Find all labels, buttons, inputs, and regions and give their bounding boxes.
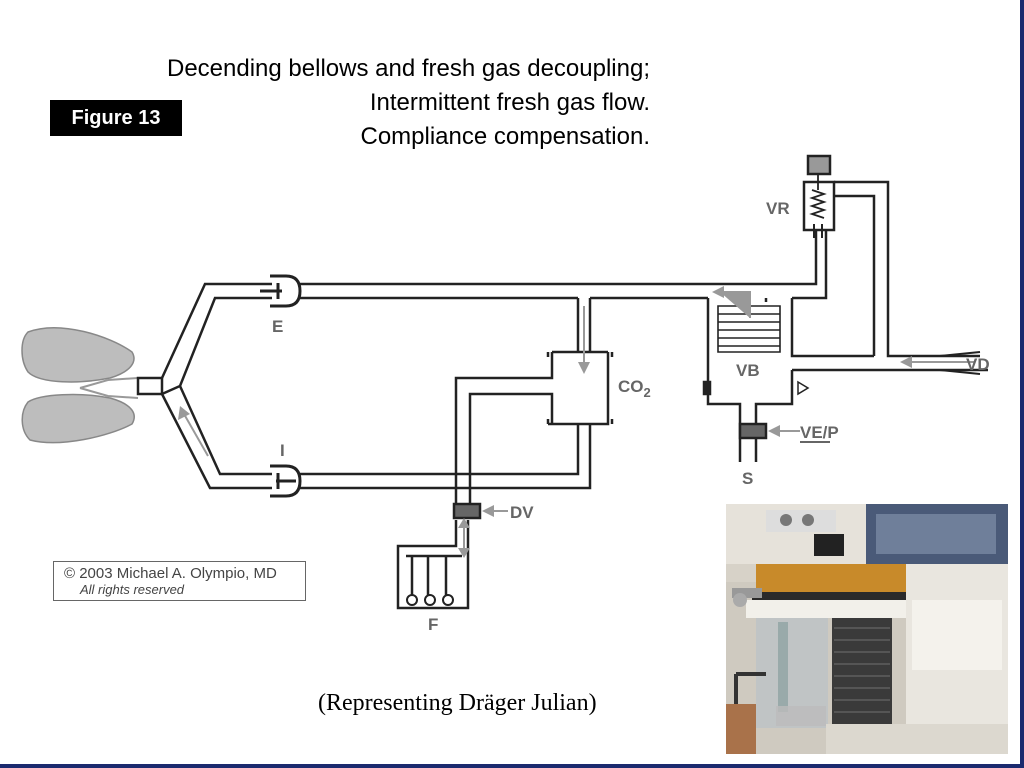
label-vr: VR [766,199,790,218]
vr-stem [813,224,823,238]
bellows-marker [702,380,712,396]
copyright-box: © 2003 Michael A. Olympio, MD All rights… [53,561,306,601]
machine-photo [726,504,1008,754]
flowmeter-knob-3 [442,594,454,606]
label-e: E [272,317,283,336]
label-s: S [742,469,753,488]
co2-absorber [454,350,614,506]
co2-outlet [300,424,592,490]
label-i: I [280,441,285,460]
co2-inlet [576,298,592,352]
label-vd: VD [966,355,990,374]
label-vb: VB [736,361,760,380]
label-dv: DV [510,503,534,522]
label-vep: VE/P [800,423,839,442]
vd-ports [939,351,981,375]
vr-knob [806,154,832,176]
copyright-line-2: All rights reserved [80,582,185,597]
caption: (Representing Dräger Julian) [318,690,597,716]
flowmeter-rails [406,554,462,600]
bellows-return-arrow [720,291,751,318]
title-line-1: Decending bellows and fresh gas decoupli… [167,55,650,82]
fresh-gas-line [396,520,470,610]
copyright-line-1: © 2003 Michael A. Olympio, MD [64,565,277,582]
flowmeter-knob-1 [406,594,418,606]
vr-body [802,180,836,232]
inspiratory-limb-outer [160,393,272,490]
slide-title: Decending bellows and fresh gas decoupli… [167,52,650,154]
top-pipe-outer [300,230,818,286]
label-co2: CO2 [618,377,651,400]
bellows-housing [706,298,988,462]
trachea [79,377,139,399]
inspiratory-limb-inner [178,385,272,476]
vr-outlet [834,180,980,358]
vr-spring [809,174,827,219]
flowmeter-knob-2 [424,594,436,606]
inspiratory-valve [270,464,302,498]
expiratory-limb-inner [161,296,272,396]
label-f: F [428,615,438,634]
lung-lower [21,393,135,444]
inspiratory-flow-arrow [183,413,209,457]
top-pipe-inner [300,230,828,300]
expiratory-valve [260,274,302,308]
figure-badge: Figure 13 [50,100,182,136]
dv-valve [452,502,482,520]
bellows-triangle [797,380,810,396]
lung-upper [21,327,135,383]
expiratory-limb-outer [160,282,272,379]
y-piece [136,376,164,396]
title-line-2: Intermittent fresh gas flow. [369,89,650,116]
title-line-3: Compliance compensation. [360,123,651,150]
vep-valve [738,422,768,440]
